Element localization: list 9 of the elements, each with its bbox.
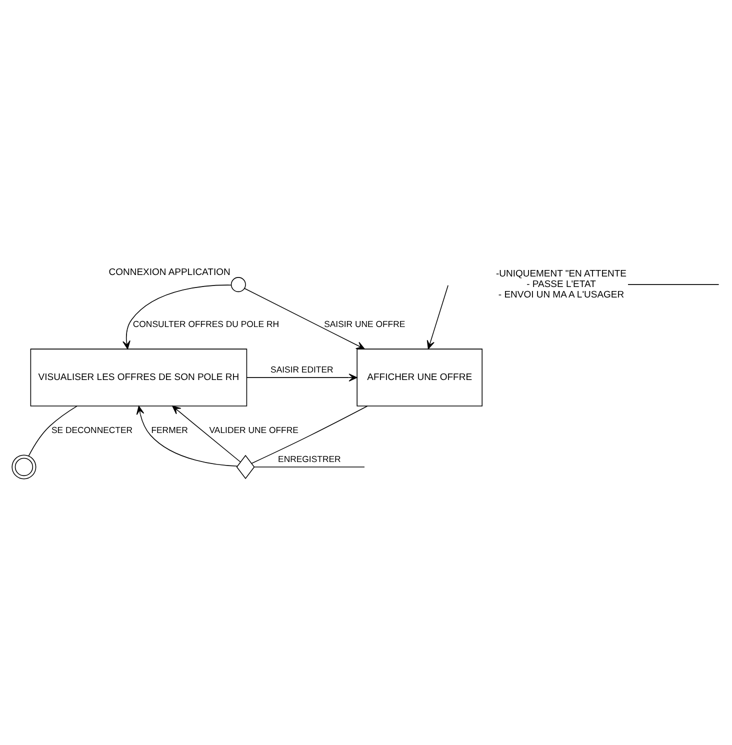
edge-label: SE DECONNECTER xyxy=(51,424,133,434)
edge-label: CONSULTER OFFRES DU POLE RH xyxy=(132,318,280,328)
edge-label: SAISIR UNE OFFRE xyxy=(324,318,406,328)
edge-label: FERMER xyxy=(151,424,188,434)
node-text: -UNIQUEMENT "EN ATTENTE - PASSE L'ETAT - ENVOI UN MA A L'USAGER xyxy=(496,268,627,300)
edge-label: VALIDER UNE OFFRE xyxy=(209,424,298,434)
node-label: CONNEXION APPLICATION xyxy=(108,266,230,278)
edge-label: SAISIR EDITER xyxy=(270,364,334,374)
edge-label: ENREGISTRER xyxy=(278,454,341,464)
